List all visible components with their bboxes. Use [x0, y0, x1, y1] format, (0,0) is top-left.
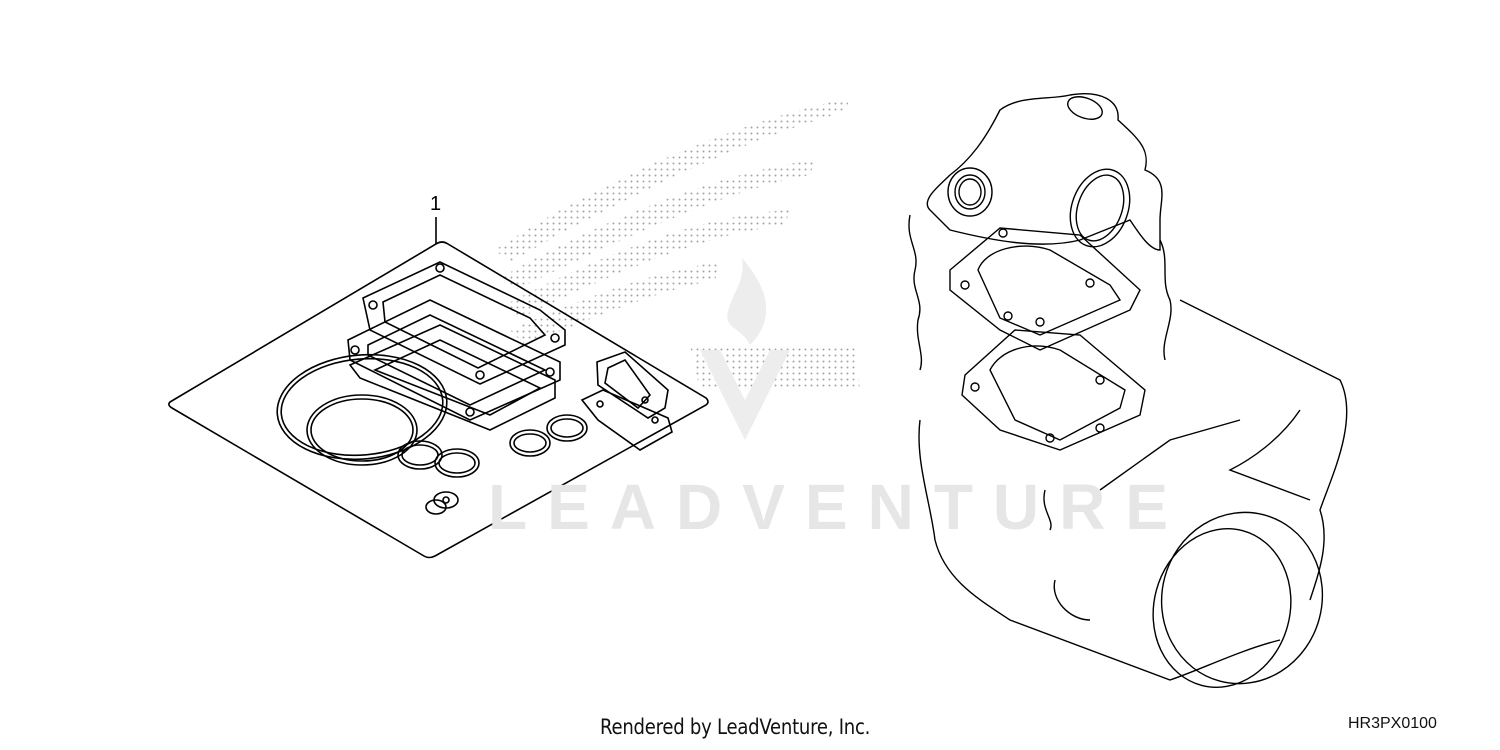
engine-illustration — [908, 93, 1348, 688]
wing-watermark-icon — [495, 98, 860, 440]
diagram-code: HR3PX0100 — [1348, 715, 1437, 732]
gasket-kit-illustration — [168, 217, 709, 559]
footer-credit: Rendered by LeadVenture, Inc. — [600, 715, 871, 739]
watermark-text: LEADVENTURE — [488, 471, 1189, 543]
callout-1[interactable]: 1 — [430, 193, 442, 215]
